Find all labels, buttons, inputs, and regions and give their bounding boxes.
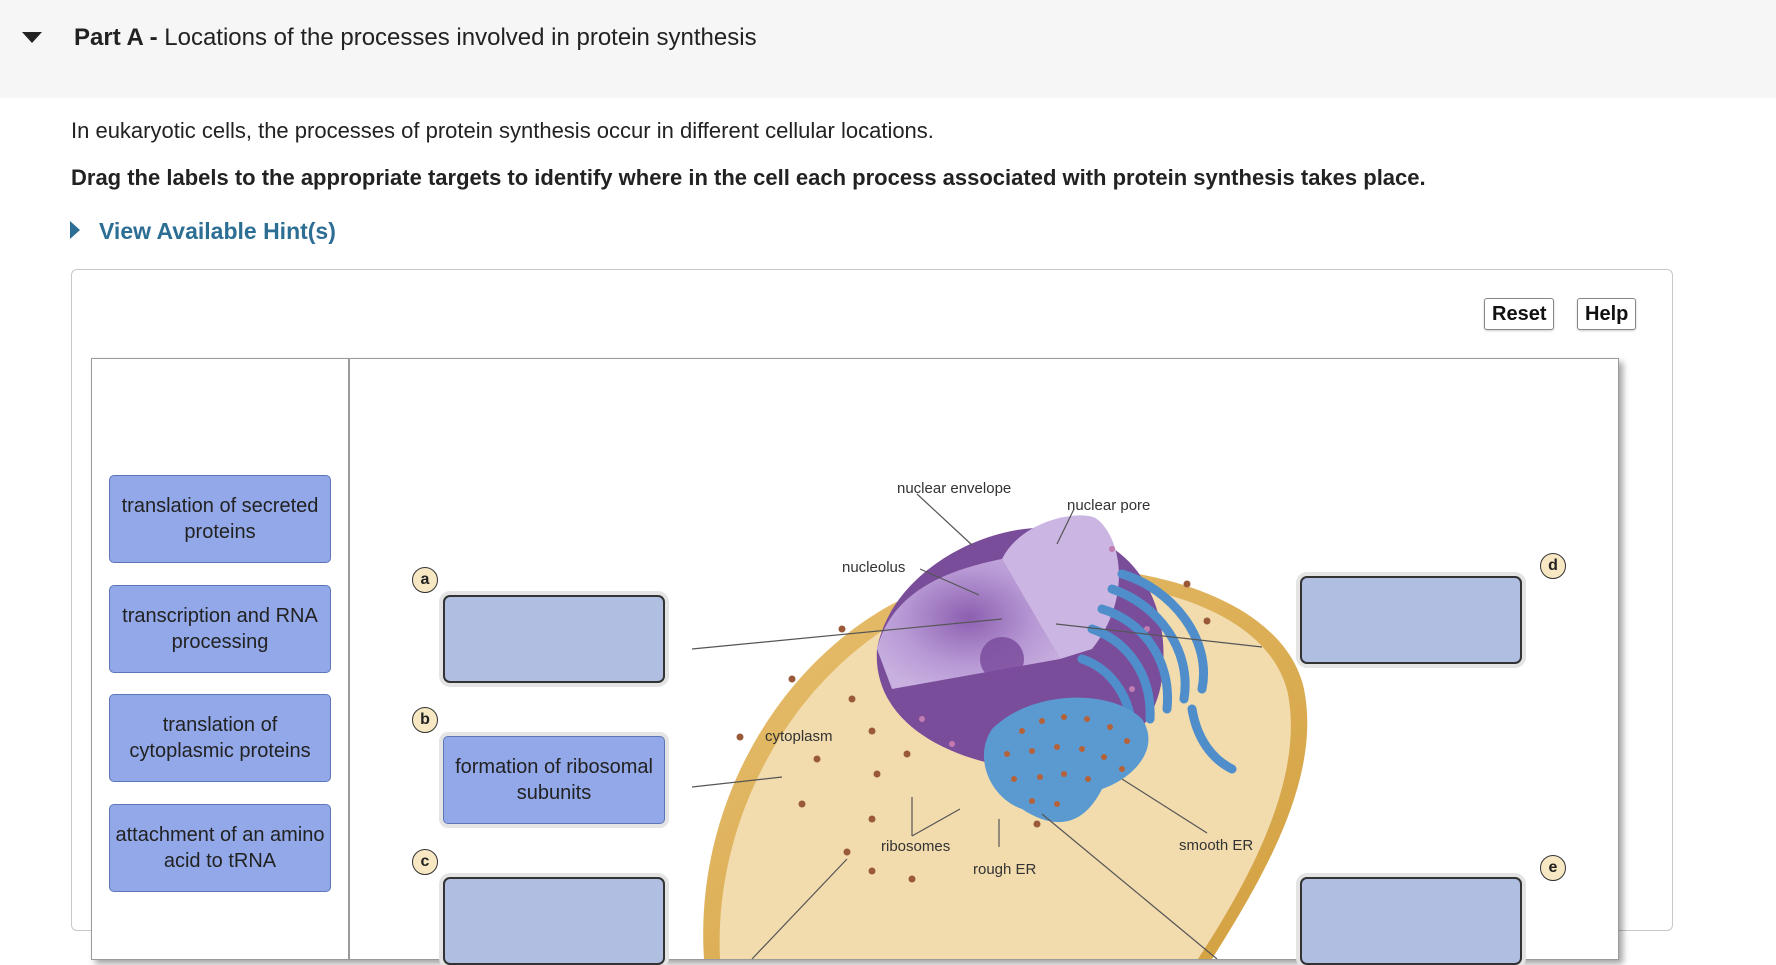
label-rough-er: rough ER bbox=[973, 861, 1037, 878]
collapse-caret-icon[interactable] bbox=[22, 32, 42, 43]
target-a-badge: a bbox=[412, 567, 438, 593]
view-hints-link[interactable]: View Available Hint(s) bbox=[99, 218, 336, 244]
cell-diagram: nuclear envelope nuclear pore nucleolus … bbox=[691, 480, 1308, 959]
rough-er bbox=[983, 697, 1149, 823]
drop-target-c[interactable] bbox=[443, 877, 665, 965]
label-nuclear-envelope: nuclear envelope bbox=[897, 480, 1011, 497]
help-button[interactable]: Help bbox=[1577, 298, 1637, 330]
part-title-text: Locations of the processes involved in p… bbox=[164, 24, 757, 51]
label-chip-translation-cytoplasmic[interactable]: translation of cytoplasmic proteins bbox=[109, 694, 331, 782]
target-b-badge: b bbox=[412, 707, 438, 733]
label-cytoplasm: cytoplasm bbox=[765, 728, 833, 745]
target-c-badge: c bbox=[412, 849, 438, 875]
intro-text: In eukaryotic cells, the processes of pr… bbox=[71, 118, 934, 143]
drop-target-b[interactable]: formation of ribosomal subunits bbox=[443, 736, 665, 824]
drag-drop-area: translation of secreted proteins transcr… bbox=[91, 358, 1619, 965]
label-chip-translation-secreted[interactable]: translation of secreted proteins bbox=[109, 475, 331, 563]
label-nucleolus: nucleolus bbox=[842, 559, 905, 576]
caret-right-icon bbox=[70, 221, 80, 239]
label-chip-amino-acid-trna[interactable]: attachment of an amino acid to tRNA bbox=[109, 804, 331, 892]
drop-target-e[interactable] bbox=[1300, 877, 1522, 965]
drop-target-d[interactable] bbox=[1300, 576, 1522, 664]
label-chip-transcription[interactable]: transcription and RNA processing bbox=[109, 585, 331, 673]
target-d-badge: d bbox=[1540, 553, 1566, 579]
reset-button[interactable]: Reset bbox=[1484, 298, 1555, 330]
label-ribosomes: ribosomes bbox=[881, 838, 950, 855]
endoplasmic-reticulum bbox=[1077, 569, 1237, 774]
free-ribosomes bbox=[736, 580, 1211, 883]
part-header: Part A - Locations of the processes invo… bbox=[0, 0, 1776, 98]
part-title: Part A - Locations of the processes invo… bbox=[74, 24, 757, 52]
label-nuclear-pore: nuclear pore bbox=[1067, 497, 1150, 514]
instruction-text: Drag the labels to the appropriate targe… bbox=[71, 165, 1426, 190]
label-bank: translation of secreted proteins transcr… bbox=[92, 359, 350, 959]
target-e-badge: e bbox=[1540, 855, 1566, 881]
activity-panel: Reset Help translation of secreted prote… bbox=[71, 269, 1673, 965]
part-prefix: Part A - bbox=[74, 24, 158, 51]
label-smooth-er: smooth ER bbox=[1179, 837, 1253, 854]
drop-target-a[interactable] bbox=[443, 595, 665, 683]
